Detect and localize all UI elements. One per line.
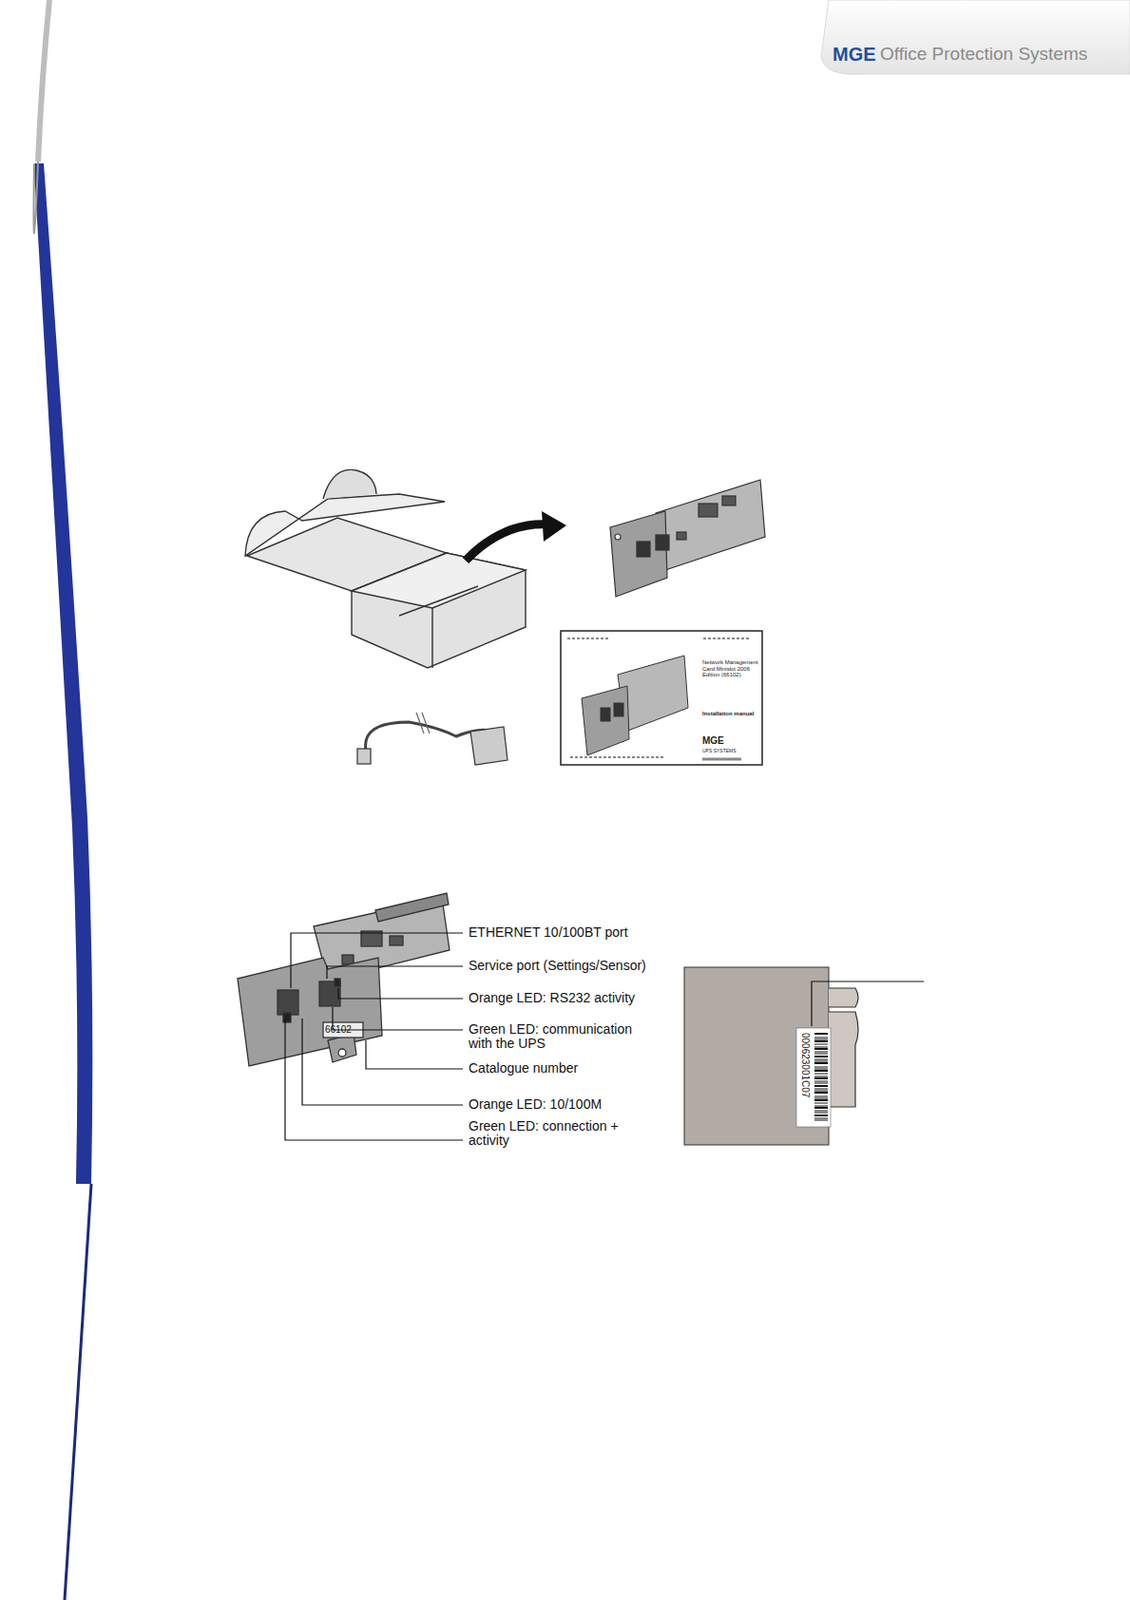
- edge-line: [38, 0, 50, 162]
- edge-line: [64, 1184, 92, 1600]
- callout-label: ETHERNET 10/100BT port: [468, 925, 629, 940]
- callout-label: Green LED: connection + activity: [468, 1119, 633, 1150]
- catalogue-number: 66102: [325, 1024, 352, 1035]
- barcode-number: 000623001C07: [800, 1033, 811, 1098]
- manual-card-picture: [581, 655, 689, 756]
- unpack-arrow: [465, 524, 552, 561]
- manual-subtitle: Installation manual: [702, 710, 762, 718]
- network-card: [237, 893, 450, 1067]
- open-box: [245, 469, 526, 669]
- leader-line: [811, 981, 924, 1027]
- barcode: [814, 1034, 828, 1121]
- callout-label: Orange LED: RS232 activity: [468, 991, 635, 1006]
- manual-cover: [560, 631, 763, 766]
- card-side-view: [684, 967, 924, 1146]
- manual-title: Network Management Card Minislot 2006 Ed…: [702, 659, 762, 679]
- callout-label: Green LED: communication with the UPS: [468, 1022, 650, 1053]
- callout-label: Catalogue number: [468, 1061, 578, 1076]
- callout-label: Orange LED: 10/100M: [468, 1097, 602, 1112]
- blue-band: [34, 163, 93, 1185]
- callout-label: Service port (Settings/Sensor): [468, 958, 647, 974]
- manual-logo: MGE: [702, 735, 725, 747]
- network-card: [610, 479, 766, 597]
- manual-logo: UPS SYSTEMS: [702, 748, 737, 755]
- logo-tab: [821, 0, 1130, 75]
- logo-text: Office Protection Systems: [880, 44, 1088, 65]
- logo-text: MGE: [832, 43, 877, 65]
- cable: [357, 712, 508, 766]
- leader-line: [285, 933, 463, 1141]
